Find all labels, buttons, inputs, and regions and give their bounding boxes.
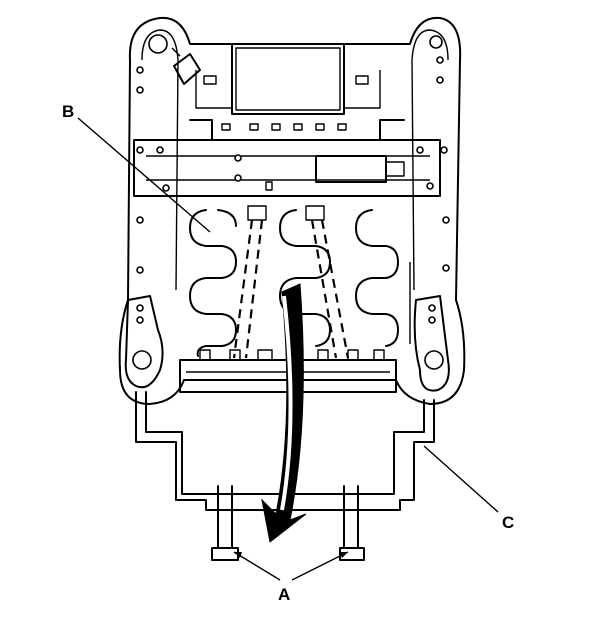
seat-frame xyxy=(118,16,466,405)
removal-direction-arrow xyxy=(261,283,307,543)
callout-c: C xyxy=(502,513,514,532)
leader-lines xyxy=(77,117,499,581)
callout-a: A xyxy=(278,585,290,604)
seat-springs xyxy=(189,209,411,357)
wire-harness xyxy=(232,205,350,359)
motor-bracket xyxy=(133,139,441,197)
callout-b: B xyxy=(62,102,74,121)
control-module xyxy=(171,43,405,141)
side-brackets xyxy=(124,295,450,392)
